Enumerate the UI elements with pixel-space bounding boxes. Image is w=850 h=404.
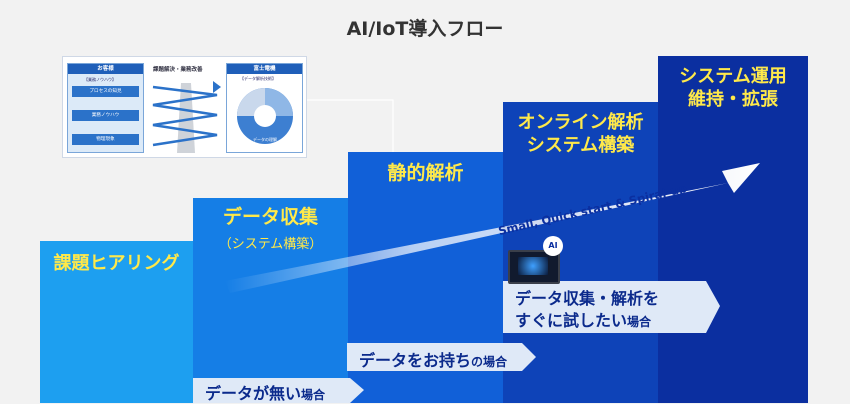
inset-cycle-center: データの理解 (253, 137, 277, 142)
inset-middle-title: 課題解決・業務改善 (153, 67, 203, 73)
inset-left-row-0: 【業務ノウハウ】 (84, 77, 116, 82)
step-online-analysis-line1: オンライン解析 (517, 112, 644, 133)
case-try-now: データ収集・解析を すぐに試したい場合 (503, 281, 723, 333)
growth-arrow-shape (225, 163, 760, 293)
ai-badge: AI (543, 236, 563, 256)
inset-customer-title: お客様 (68, 64, 143, 74)
case-no-data-main: データが無い (205, 384, 302, 403)
step-operation: システム運用 維持・拡張 (658, 56, 808, 403)
case-try-now-line1: データ収集・解析を (515, 289, 660, 308)
inset-diagram: お客様 【業務ノウハウ】 プロセスの知見 業務ノウハウ 物理現象 課題解決・業務… (62, 56, 307, 158)
inset-fuji-sub: 【データ解析技術】 (240, 76, 276, 81)
device-screen (518, 257, 548, 275)
case-arrow-have-data (347, 343, 536, 371)
cycle-icon (237, 88, 293, 144)
page-title: AI/IoT導入フロー (346, 18, 504, 40)
inset-customer-box: お客様 【業務ノウハウ】 プロセスの知見 業務ノウハウ 物理現象 (67, 63, 144, 153)
spiral-icon (152, 81, 221, 153)
step-data-collection-sub: （システム構築） (218, 237, 323, 252)
step-data-collection: データ収集 （システム構築） (193, 198, 348, 403)
step-operation-line2: 維持・拡張 (688, 88, 778, 110)
inset-left-row-3: 物理現象 (72, 134, 139, 145)
case-no-data: データが無い場合 (193, 378, 363, 403)
step-hearing: 課題ヒアリング (40, 241, 193, 403)
inset-fuji-box: 富士電機 【データ解析技術】 データの理解 (226, 63, 303, 153)
case-have-data-main: データをお持ち (359, 351, 472, 370)
case-try-now-line2: すぐに試したい (515, 311, 628, 330)
step-hearing-label: 課題ヒアリング (53, 253, 180, 274)
case-try-now-suffix: 場合 (627, 315, 652, 329)
inset-fuji-title: 富士電機 (227, 64, 302, 74)
inset-left-row-2: 業務ノウハウ (72, 110, 139, 121)
step-online-analysis-line2: システム構築 (526, 134, 635, 156)
case-arrow-try-now (503, 281, 720, 333)
case-have-data: データをお持ちの場合 (347, 343, 537, 371)
step-operation-label: システム運用 維持・拡張 (658, 66, 808, 111)
inset-connector (305, 99, 394, 152)
step-operation-line1: システム運用 (679, 66, 787, 87)
case-arrow-no-data (193, 378, 364, 403)
inset-left-row-1: プロセスの知見 (72, 86, 139, 97)
case-have-data-suffix: の場合 (471, 355, 508, 369)
step-online-analysis-label: オンライン解析 システム構築 (503, 112, 658, 157)
step-static-analysis-label: 静的解析 (387, 162, 464, 184)
step-data-collection-label: データ収集 (222, 206, 318, 228)
case-no-data-suffix: 場合 (301, 388, 326, 402)
